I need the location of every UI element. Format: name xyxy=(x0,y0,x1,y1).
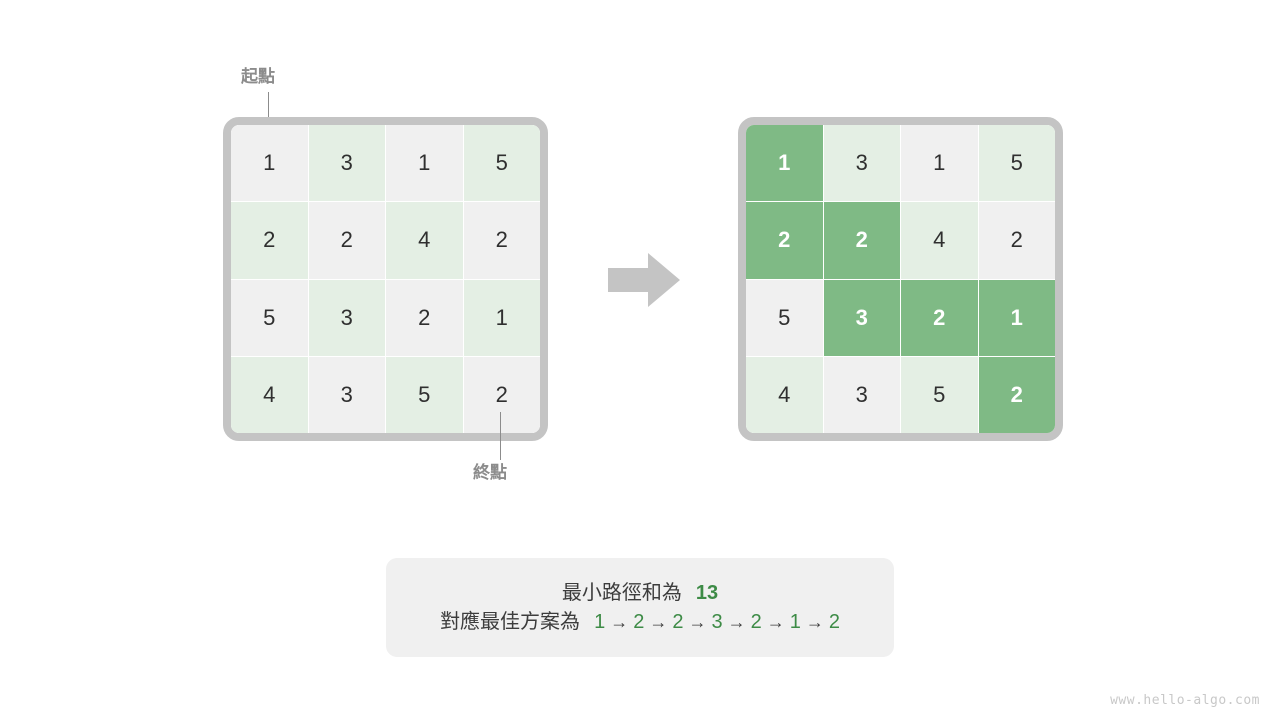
result-caption-panel: 最小路徑和為 13 對應最佳方案為 1→2→2→3→2→1→2 xyxy=(386,558,894,657)
input-grid-cell-r3-c0: 4 xyxy=(231,356,308,433)
solution-grid-cell-r3-c0: 4 xyxy=(746,356,823,433)
minimum-path-sum-line: 最小路徑和為 13 xyxy=(562,583,718,603)
path-arrow-icon-5: → xyxy=(805,612,824,632)
path-arrow-icon-1: → xyxy=(649,612,668,632)
solution-grid-cell-r1-c2: 4 xyxy=(901,202,978,279)
path-step-6: 2 xyxy=(828,611,840,633)
solution-grid-cell-r0-c1: 3 xyxy=(823,125,900,202)
input-grid-cell-r0-c1: 3 xyxy=(308,125,385,202)
path-arrow-icon-3: → xyxy=(727,612,746,632)
path-step-2: 2 xyxy=(672,611,684,633)
solution-grid-cell-r3-c3: 2 xyxy=(978,356,1055,433)
input-grid-cell-r2-c3: 1 xyxy=(463,279,540,356)
input-grid-cell-r1-c1: 2 xyxy=(308,202,385,279)
optimal-path-sequence: 1→2→2→3→2→1→2 xyxy=(594,612,840,632)
solution-grid-cell-r3-c1: 3 xyxy=(823,356,900,433)
solution-grid-cell-r3-c2: 5 xyxy=(901,356,978,433)
solution-grid-cell-r2-c1: 3 xyxy=(823,279,900,356)
solution-grid-cell-r1-c3: 2 xyxy=(978,202,1055,279)
input-grid-cell-r3-c3: 2 xyxy=(463,356,540,433)
input-grid-cell-r1-c2: 4 xyxy=(386,202,463,279)
input-grid-cell-r1-c0: 2 xyxy=(231,202,308,279)
minimum-path-sum-label: 最小路徑和為 xyxy=(561,582,682,604)
path-step-3: 3 xyxy=(711,611,723,633)
solution-grid-cell-r1-c1: 2 xyxy=(823,202,900,279)
end-point-label: 終點 xyxy=(473,463,507,482)
input-grid-cell-r2-c1: 3 xyxy=(308,279,385,356)
input-grid-cell-r0-c0: 1 xyxy=(231,125,308,202)
solution-grid-cell-r0-c0: 1 xyxy=(746,125,823,202)
optimal-path-line: 對應最佳方案為 1→2→2→3→2→1→2 xyxy=(440,612,840,632)
solution-grid-cell-r2-c2: 2 xyxy=(901,279,978,356)
path-step-0: 1 xyxy=(594,611,606,633)
input-grid-cell-r1-c3: 2 xyxy=(463,202,540,279)
solution-grid-cell-r0-c2: 1 xyxy=(901,125,978,202)
end-point-connector-line xyxy=(500,412,501,460)
input-grid-cell-r3-c2: 5 xyxy=(386,356,463,433)
path-arrow-icon-4: → xyxy=(766,612,785,632)
input-grid-cell-r0-c2: 1 xyxy=(386,125,463,202)
minimum-path-sum-value: 13 xyxy=(695,582,719,604)
path-arrow-icon-0: → xyxy=(610,612,629,632)
solution-grid-cell-r1-c0: 2 xyxy=(746,202,823,279)
path-step-5: 1 xyxy=(789,611,801,633)
solution-grid-cell-r2-c3: 1 xyxy=(978,279,1055,356)
site-watermark: www.hello-algo.com xyxy=(1110,693,1260,708)
solution-grid-cell-r0-c3: 5 xyxy=(978,125,1055,202)
input-grid-cell-r3-c1: 3 xyxy=(308,356,385,433)
input-grid-cell-r2-c0: 5 xyxy=(231,279,308,356)
input-grid-cell-r0-c3: 5 xyxy=(463,125,540,202)
optimal-path-label: 對應最佳方案為 xyxy=(440,611,581,633)
solution-grid-cell-r2-c0: 5 xyxy=(746,279,823,356)
path-step-1: 2 xyxy=(633,611,645,633)
right-arrow-icon xyxy=(608,253,680,307)
start-point-label: 起點 xyxy=(241,67,275,86)
input-grid-cell-r2-c2: 2 xyxy=(386,279,463,356)
path-step-4: 2 xyxy=(750,611,762,633)
path-arrow-icon-2: → xyxy=(688,612,707,632)
